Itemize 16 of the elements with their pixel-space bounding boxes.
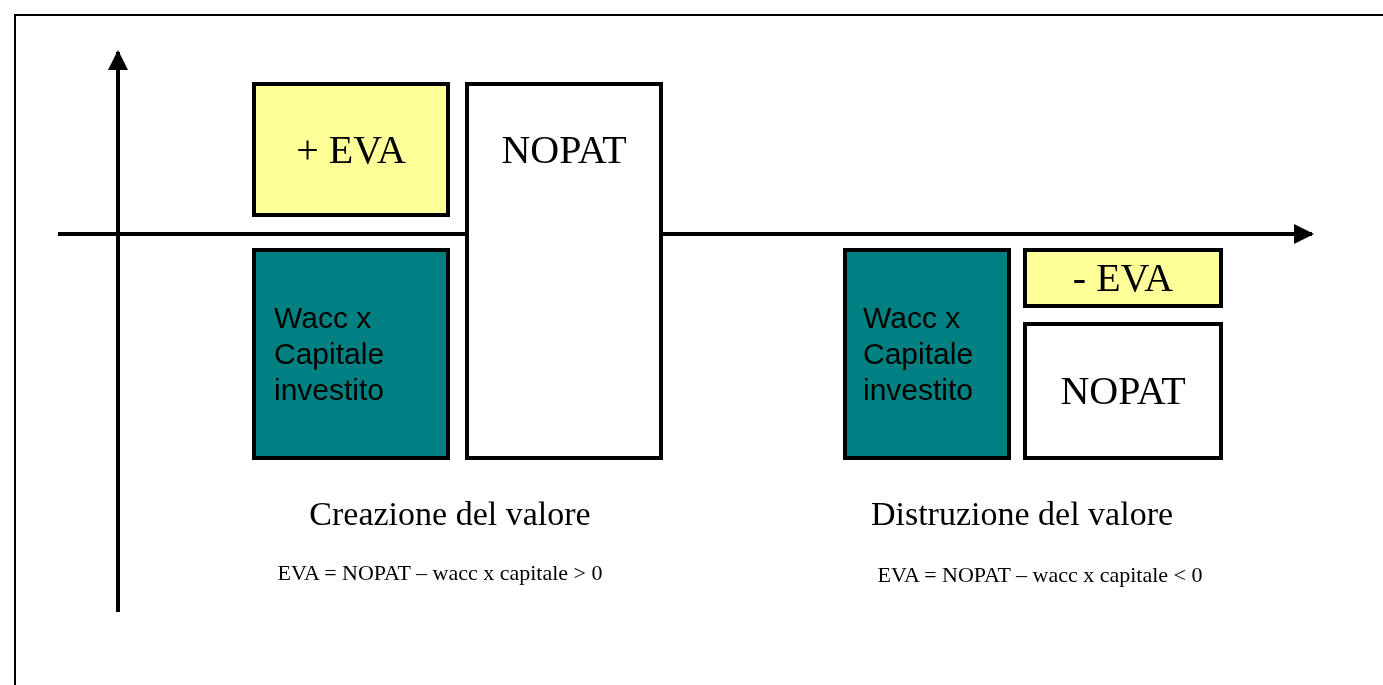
box-label: NOPAT: [1060, 367, 1186, 415]
section-caption: Creazione del valore: [309, 495, 591, 533]
value-box: [843, 248, 1011, 460]
box-label: NOPAT: [501, 126, 627, 174]
value-box: [252, 248, 450, 460]
value-box: [1023, 322, 1223, 460]
value-box: [252, 82, 450, 217]
formula-text: EVA = NOPAT – wacc x capitale > 0: [277, 560, 603, 586]
box-label: + EVA: [296, 125, 406, 174]
formula-text: EVA = NOPAT – wacc x capitale < 0: [877, 562, 1203, 588]
value-box: [465, 82, 663, 460]
box-label: - EVA: [1072, 254, 1174, 302]
value-box: [1023, 248, 1223, 308]
box-label: Wacc x Capitale investito: [274, 300, 386, 408]
box-label: Wacc x Capitale investito: [863, 300, 975, 408]
section-caption: Distruzione del valore: [870, 495, 1174, 533]
